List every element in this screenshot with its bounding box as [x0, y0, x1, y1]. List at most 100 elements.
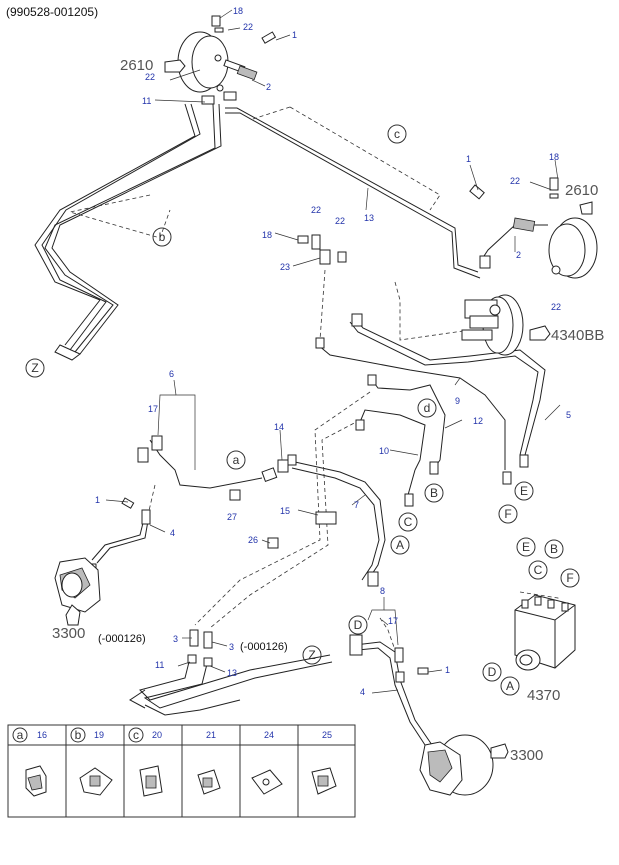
date-label-right: (-000126): [240, 641, 288, 653]
ref-2610-right: 2610: [565, 182, 598, 199]
dash-c-left: [249, 106, 291, 121]
hose-4a-b: [96, 514, 150, 564]
clip-21-icon: [197, 769, 221, 795]
part-number: 4: [360, 687, 365, 697]
circle-label: A: [396, 538, 404, 552]
date-label-left: (-000126): [98, 633, 146, 645]
legend-letter: a: [17, 728, 24, 742]
part-number: 27: [227, 512, 237, 522]
dash-b: [69, 194, 171, 239]
fittings: [87, 313, 529, 683]
part-number: 22: [510, 176, 520, 186]
pipe-10-end: [407, 469, 416, 496]
legend-part: 24: [264, 730, 274, 740]
circle-label: A: [506, 679, 514, 693]
dash-2: [209, 419, 361, 629]
part-number: 13: [364, 213, 374, 223]
part-number: 1: [292, 30, 297, 40]
legend-part: 16: [37, 730, 47, 740]
pipe-10: [359, 409, 426, 471]
brake-booster: [461, 294, 524, 356]
main-brake-pipes: [34, 103, 548, 749]
part-number: 22: [145, 72, 155, 82]
legend-letter: b: [75, 728, 82, 742]
pipe-9: [317, 344, 506, 470]
part-number: 8: [380, 586, 385, 596]
dash-23: [319, 269, 326, 341]
legend-part: 25: [322, 730, 332, 740]
ref-4370: 4370: [527, 687, 560, 704]
circle-label: F: [504, 507, 511, 521]
caliper-rear-right: [419, 734, 494, 796]
diagram-code: (990528-001205): [6, 5, 98, 19]
part-number: 26: [248, 535, 258, 545]
legend-part: 21: [206, 730, 216, 740]
pipe-left-4: [51, 103, 222, 355]
pipe-6: [149, 439, 263, 489]
clip-16-icon: [25, 765, 47, 797]
part-number: 18: [262, 230, 272, 240]
legend-part: 19: [94, 730, 104, 740]
pipe-12: [371, 379, 446, 471]
part-number: 9: [455, 396, 460, 406]
circle-label: B: [430, 486, 438, 500]
circle-label: a: [233, 453, 240, 467]
part-number: 10: [379, 446, 389, 456]
part-number: 17: [388, 616, 398, 626]
part-number: 1: [95, 495, 100, 505]
part-number: 11: [155, 660, 164, 670]
pipe-left-inner: [41, 103, 201, 351]
pipe-end-z: [54, 344, 81, 361]
circle-label: E: [522, 540, 530, 554]
abs-unit: [514, 594, 576, 671]
date-labels: (-000126) (-000126): [98, 633, 288, 653]
part-number: 14: [274, 422, 284, 432]
circle-label: C: [534, 563, 543, 577]
circle-label: Z: [31, 361, 38, 375]
dash-c-right: [289, 106, 441, 211]
circle-labels: c b Z a d B C E F A D Z E C B F D A: [25, 124, 580, 696]
ref-2610-left: 2610: [120, 57, 153, 74]
part-number: 1: [445, 665, 450, 675]
circle-label: b: [159, 230, 166, 244]
pipe-rear-1: [139, 654, 331, 701]
part-number: 22: [335, 216, 345, 226]
pipe-rear-2: [143, 659, 333, 709]
circle-label: d: [424, 401, 431, 415]
part-number: 4: [170, 528, 175, 538]
part-number: 12: [473, 416, 483, 426]
dash-17b: [379, 617, 396, 651]
caliper-front-left: [54, 557, 101, 613]
pipe-5b: [349, 321, 539, 456]
pipe-7: [294, 461, 386, 581]
circle-label: E: [520, 484, 528, 498]
clip-cluster: [297, 234, 347, 265]
brake-disc-front-right: [469, 177, 598, 279]
clip-25-icon: [311, 767, 337, 795]
pipe-7b: [291, 467, 380, 581]
circle-label: c: [394, 127, 400, 141]
reference-labels: 2610 2610 4340BB 3300 3300 4370: [52, 57, 604, 764]
part-number: 22: [243, 22, 253, 32]
brake-disc-front-left: [177, 15, 277, 105]
legend-letter: c: [133, 728, 139, 742]
circle-label: Z: [308, 648, 315, 662]
clip-24-icon: [251, 769, 283, 795]
part-number: 6: [169, 369, 174, 379]
part-number: 7: [354, 500, 359, 510]
part-number: 13: [227, 668, 237, 678]
part-number: 5: [566, 410, 571, 420]
pipe-rear-3: [144, 699, 241, 716]
ref-3300-left: 3300: [52, 625, 85, 642]
part-number: 18: [549, 152, 559, 162]
part-number: 3: [173, 634, 178, 644]
pipe-8: [354, 641, 433, 746]
part-number: 2: [516, 250, 521, 260]
part-number: 22: [311, 205, 321, 215]
ref-3300-right: 3300: [510, 747, 543, 764]
pipe-left-outer: [34, 103, 196, 346]
part-number: 23: [280, 262, 290, 272]
dash-17: [147, 484, 156, 516]
pipe-8b: [357, 647, 428, 749]
